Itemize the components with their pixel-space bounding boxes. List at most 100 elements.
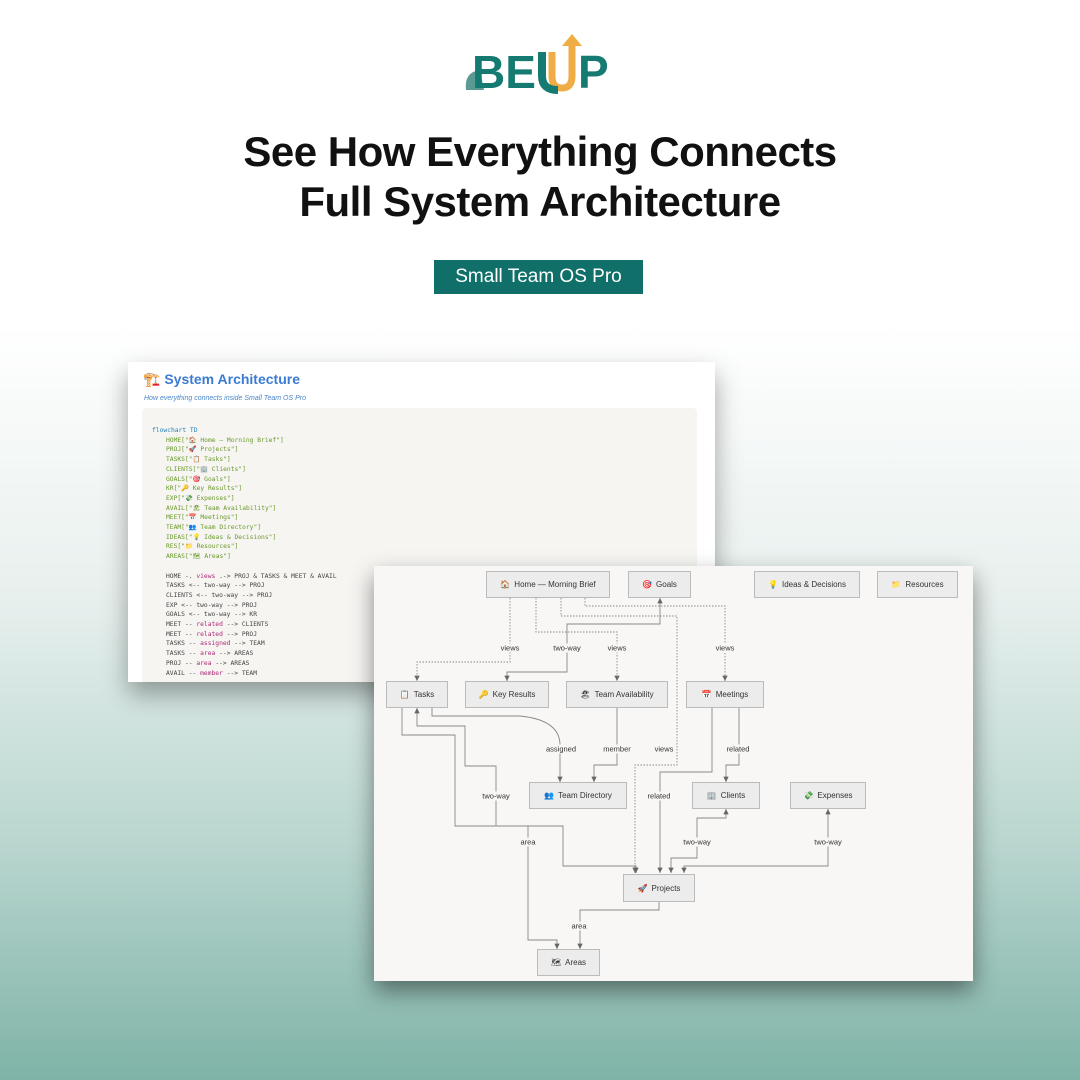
edge-label: two-way (813, 837, 843, 847)
edge-label: area (519, 837, 537, 847)
code-node-def: GOALS["🎯 Goals"] (166, 475, 231, 483)
code-edge-to: --> PROJ (226, 630, 258, 638)
code-node-def: RES["📁 Resources"] (166, 543, 239, 551)
code-line: RES["📁 Resources"] (152, 542, 687, 552)
target-icon: 🎯 (642, 580, 653, 589)
svg-text:BE: BE (472, 46, 536, 94)
edge-label: two-way (682, 837, 712, 847)
edge-label: two-way (552, 643, 582, 653)
headline-line-2: Full System Architecture (299, 178, 781, 225)
edge-label: two-way (481, 791, 511, 801)
code-node-def: KR["🔑 Key Results"] (166, 485, 243, 493)
beach-icon: 🏖 (580, 690, 591, 699)
code-node-def: TASKS["📋 Tasks"] (166, 456, 231, 464)
node-resources[interactable]: 📁Resources (877, 571, 958, 598)
edge-label: views (653, 744, 675, 754)
code-edge-from: AVAIL -- (166, 669, 197, 677)
node-goals[interactable]: 🎯Goals (628, 571, 691, 598)
code-edge-to: --> TEAM (226, 669, 258, 677)
people-icon: 👥 (544, 791, 555, 800)
code-edge-to: --> PROJ (241, 591, 273, 599)
code-line: GOALS <-- two-way --> KR (152, 610, 687, 620)
code-node-def: MEET["📅 Meetings"] (166, 514, 239, 522)
headline-line-1: See How Everything Connects (243, 128, 837, 175)
code-edge-from: HOME -. (166, 572, 193, 580)
node-key-results[interactable]: 🔑Key Results (465, 681, 549, 708)
code-edge-from: TASKS -- (166, 650, 197, 658)
code-node-def: CLIENTS["🏢 Clients"] (166, 465, 246, 473)
code-line: AREAS["🗺 Areas"] (152, 552, 687, 562)
code-line: PROJ -- area --> AREAS (152, 659, 687, 669)
code-edge-label: related (196, 630, 223, 638)
code-edge-from: PROJ -- (166, 659, 193, 667)
code-node-def: AREAS["🗺 Areas"] (166, 553, 231, 561)
node-meetings[interactable]: 📅Meetings (686, 681, 764, 708)
code-edge-label: two-way (203, 611, 231, 619)
code-line: TASKS["📋 Tasks"] (152, 455, 687, 465)
node-team-directory[interactable]: 👥Team Directory (529, 782, 627, 809)
rocket-icon: 🚀 (637, 883, 648, 893)
code-line: MEET -- related --> PROJ (152, 630, 687, 640)
code-line: TEAM["👥 Team Directory"] (152, 523, 687, 533)
code-node-def: HOME["🏠 Home — Morning Brief"] (166, 436, 284, 444)
house-icon: 🏠 (500, 580, 511, 589)
folder-icon: 📁 (891, 580, 902, 589)
clipboard-icon: 📋 (399, 690, 410, 699)
code-line: CLIENTS <-- two-way --> PROJ (152, 591, 687, 601)
code-edge-label: views (196, 572, 216, 580)
code-line: AVAIL["🏖 Team Availability"] (152, 504, 687, 514)
edge-label: assigned (544, 744, 578, 754)
code-line: flowchart TD (152, 426, 687, 436)
code-node-def: EXP["💸 Expenses"] (166, 494, 235, 502)
code-line: TASKS -- assigned --> TEAM (152, 639, 687, 649)
doc-subtitle: How everything connects inside Small Tea… (144, 395, 306, 402)
code-line: EXP <-- two-way --> PROJ (152, 601, 687, 611)
code-edge-from: MEET -- (166, 621, 193, 629)
beup-logo: BE P (465, 34, 609, 94)
code-edge-label: two-way (211, 591, 239, 599)
node-tasks[interactable]: 📋Tasks (386, 681, 448, 708)
code-edge-to: --> AREAS (215, 659, 250, 667)
code-edge-label: two-way (196, 601, 223, 609)
code-edge-to: .-> PROJ & TASKS & MEET & AVAIL (219, 572, 337, 580)
crane-icon: 🏗️ (143, 371, 161, 387)
code-edge-to: --> KR (234, 611, 258, 619)
product-badge: Small Team OS Pro (434, 260, 643, 294)
edge-label: area (570, 921, 588, 931)
code-node-def: PROJ["🚀 Projects"] (166, 446, 239, 454)
code-line: KR["🔑 Key Results"] (152, 484, 687, 494)
code-node-def: AVAIL["🏖 Team Availability"] (166, 504, 277, 512)
code-line: GOALS["🎯 Goals"] (152, 475, 687, 485)
code-edge-label: two-way (203, 582, 231, 590)
doc-title: 🏗️ System Architecture (143, 371, 300, 387)
code-keyword: flowchart TD (152, 427, 198, 434)
building-icon: 🏢 (706, 791, 717, 800)
edge-label: views (606, 643, 628, 653)
node-expenses[interactable]: 💸Expenses (790, 782, 866, 809)
node-clients[interactable]: 🏢Clients (692, 782, 760, 809)
map-icon: 🗺 (550, 958, 562, 967)
node-team-availability[interactable]: 🏖Team Availability (566, 681, 668, 708)
key-icon: 🔑 (478, 690, 489, 699)
code-edge-from: TASKS <-- (166, 582, 201, 590)
code-edge-from: GOALS <-- (166, 611, 201, 619)
code-line: PROJ["🚀 Projects"] (152, 445, 687, 455)
node-areas[interactable]: 🗺Areas (537, 949, 600, 976)
code-edge-label: area (196, 659, 212, 667)
code-line: IDEAS["💡 Ideas & Decisions"] (152, 533, 687, 543)
code-line: MEET["📅 Meetings"] (152, 513, 687, 523)
code-edge-to: --> TEAM (234, 640, 265, 648)
money-icon: 💸 (803, 791, 814, 800)
node-ideas[interactable]: 💡Ideas & Decisions (754, 571, 860, 598)
code-node-def: TEAM["👥 Team Directory"] (166, 524, 262, 532)
node-projects[interactable]: 🚀Projects (623, 874, 695, 902)
code-line: TASKS <-- two-way --> PROJ (152, 581, 687, 591)
edge-label: views (714, 643, 736, 653)
code-edge-label: area (200, 650, 216, 658)
code-edge-to: --> PROJ (234, 582, 265, 590)
code-line: AVAIL -- member --> TEAM (152, 669, 687, 679)
node-home[interactable]: 🏠Home — Morning Brief (486, 571, 610, 598)
code-edge-from: MEET -- (166, 630, 193, 638)
code-edge-to: --> CLIENTS (226, 621, 269, 629)
edge-label: related (725, 744, 751, 754)
